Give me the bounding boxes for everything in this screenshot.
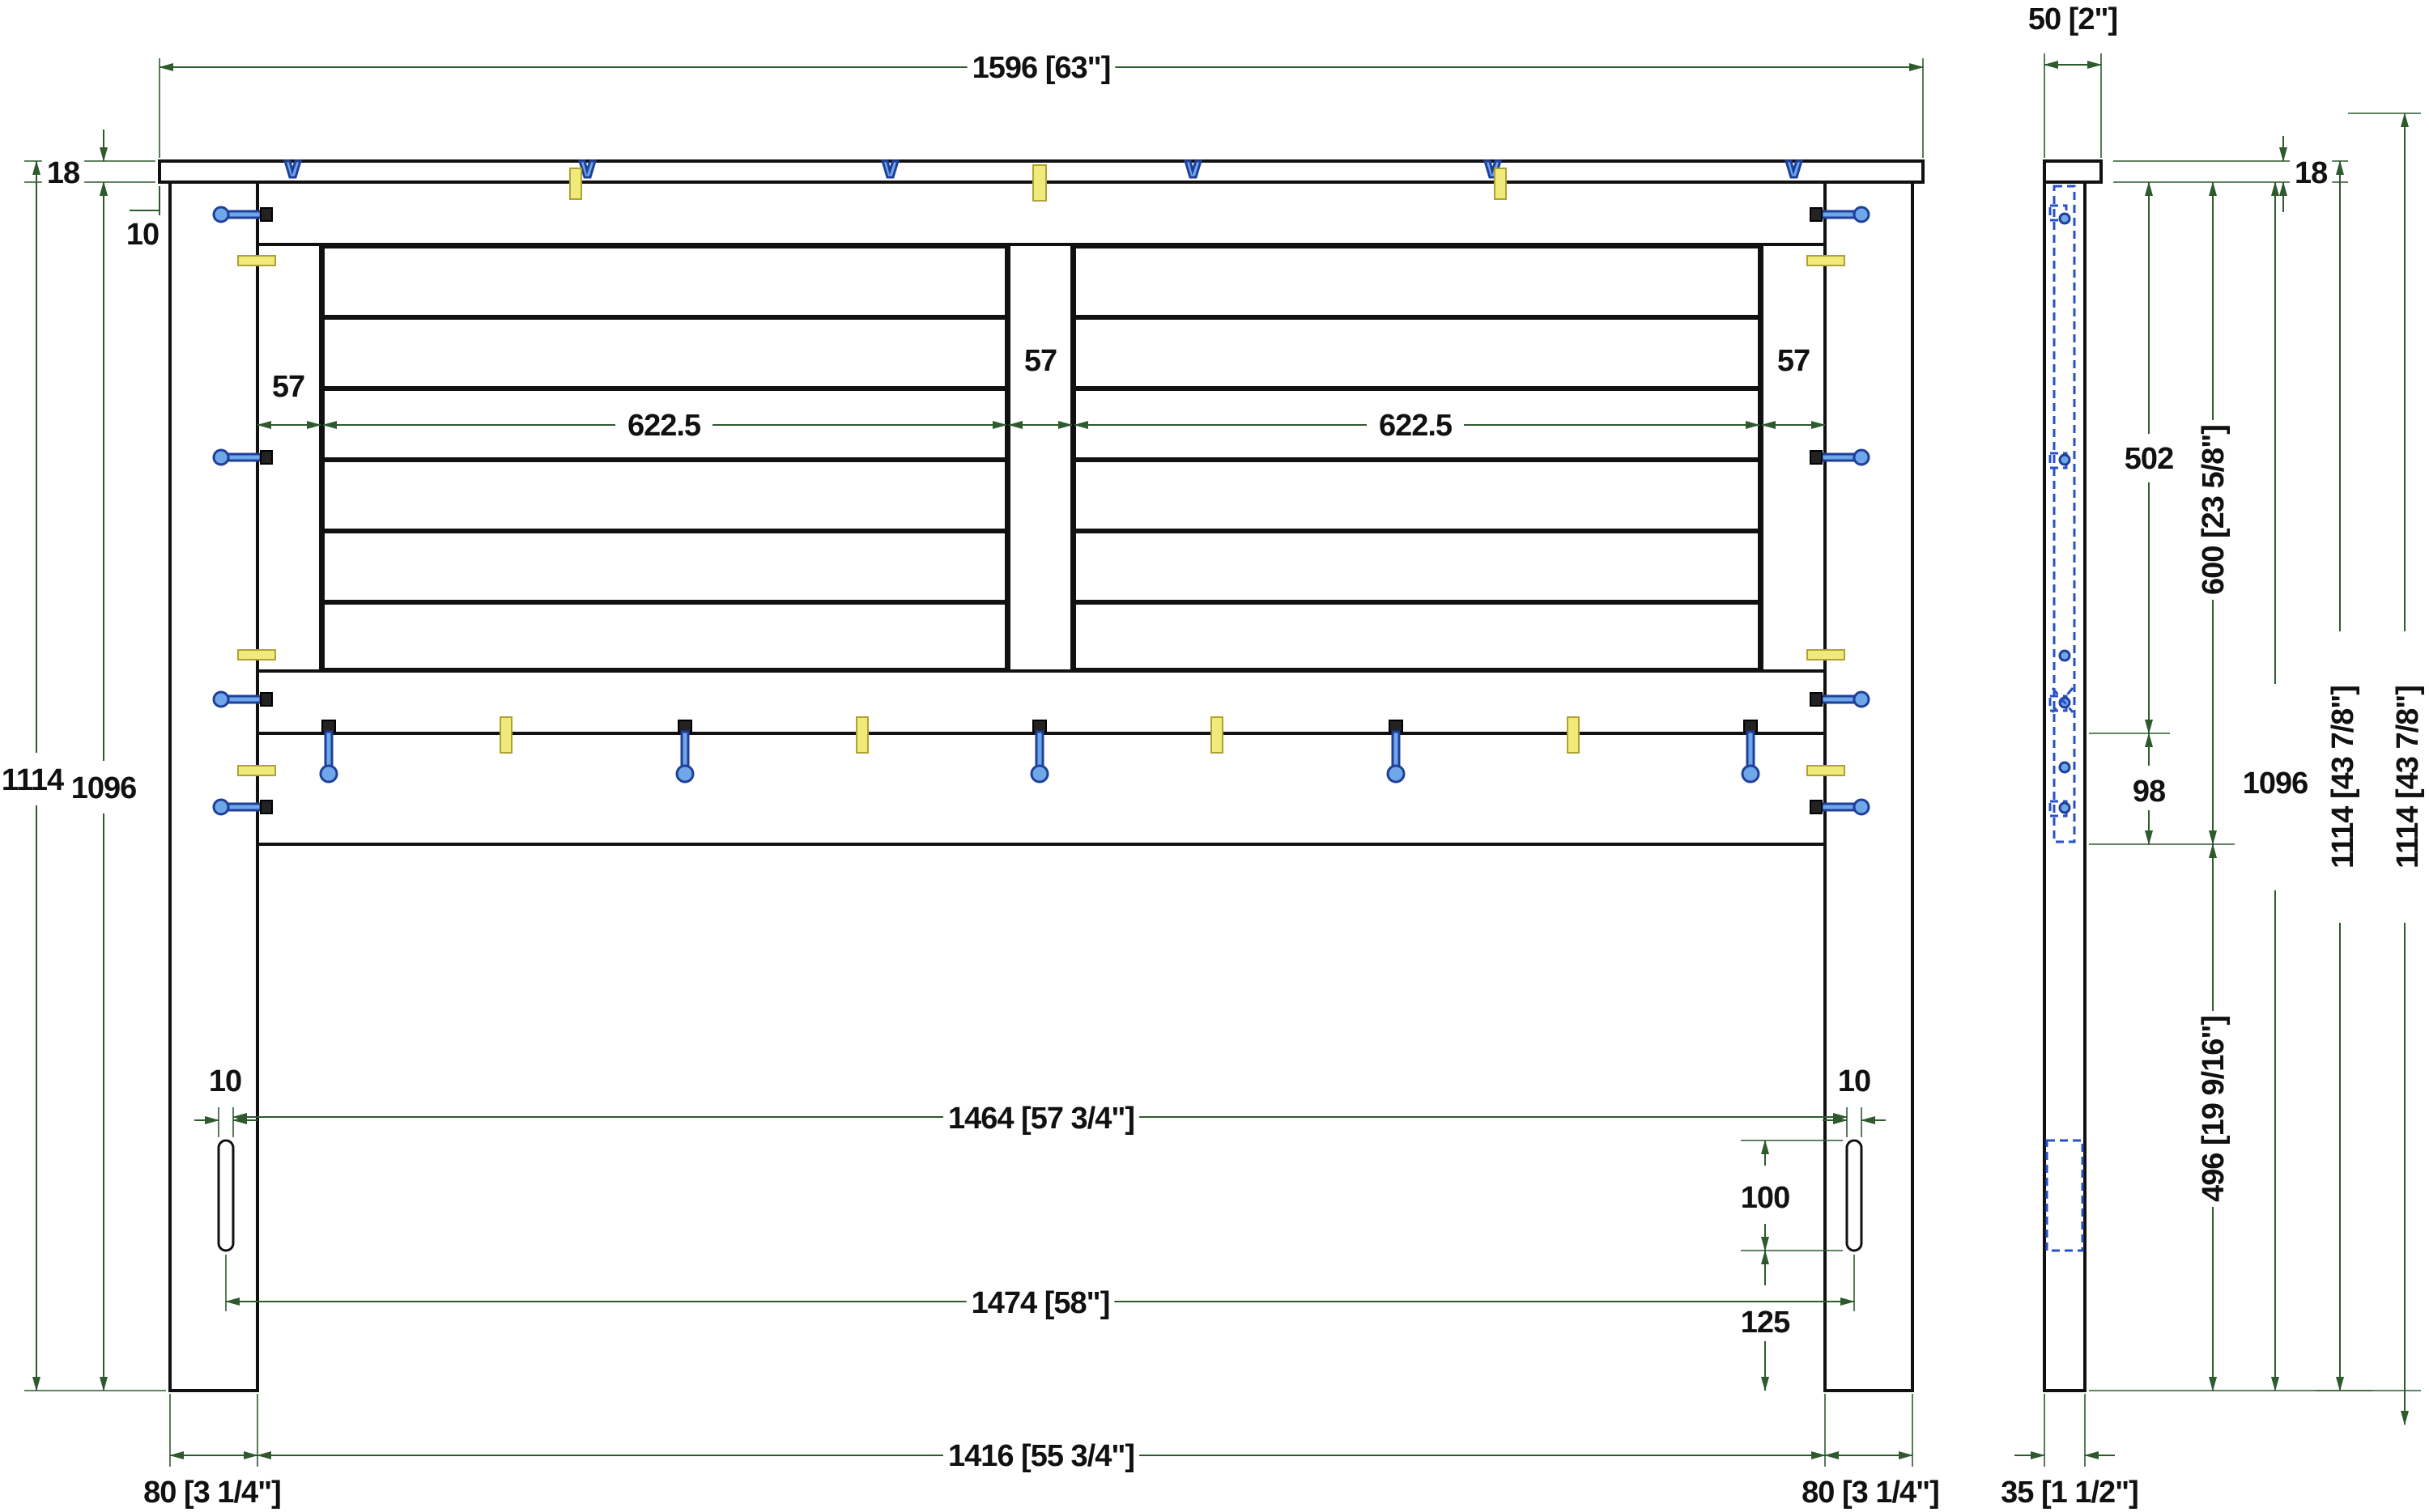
label-backing [1019,342,1062,380]
dim-top-cap: 18 [47,156,79,190]
label-backing [2290,155,2333,192]
side-post [2043,181,2087,1392]
cap-connectors [283,159,1804,202]
right-panel [1073,245,1761,671]
dim-side-rail-height: 98 [2133,775,2165,809]
rail-bolts [319,716,1760,784]
label-backing [203,1063,247,1100]
right-post [1823,181,1914,1392]
dim-post-width-left: 80 [3 1/4"] [143,1476,281,1510]
label-backing [138,1474,286,1511]
label-backing [2195,420,2232,600]
dim-side-upper-height: 600 [23 5/8"] [2197,425,2231,595]
label-backing [1735,1179,1795,1217]
label-backing [66,770,142,807]
side-hardware [2048,204,2074,818]
dim-slot-left: 10 [209,1064,241,1098]
label-backing [622,407,706,444]
dim-frame-left: 57 [272,370,304,404]
side-dimensions: 50 [2"] 18 502 98 600 [23 5/8"] 496 [19 … [1996,1,2427,1511]
dim-cap-offset: 10 [126,218,159,252]
dim-frame-center: 57 [1024,344,1057,378]
dim-frame-right: 57 [1777,344,1810,378]
left-post [168,181,259,1392]
dim-slot-spacing: 1464 [57 3/4"] [948,1102,1134,1136]
dim-overall-height: 1114 [2,763,64,797]
dim-slot-right: 10 [1838,1064,1870,1098]
label-backing [1797,1474,1944,1511]
side-panel-hidden [2053,185,2076,843]
right-side-bolts [1806,206,1870,816]
label-backing [942,1438,1140,1475]
dim-panel-left: 622.5 [627,409,701,443]
side-cap [2043,159,2103,184]
dim-side-post-height: 1096 [2243,767,2308,801]
side-view [2043,159,2103,1392]
label-backing [121,216,164,253]
label-backing [942,1100,1140,1137]
label-backing [266,368,310,406]
dim-post-height: 1096 [71,771,137,805]
left-mounting-slot [217,1139,235,1252]
label-backing [2127,773,2171,810]
hardware [212,159,1870,816]
label-backing [1832,1063,1876,1100]
label-backing [1772,342,1815,380]
label-backing [41,155,85,192]
dim-inner-width: 1416 [55 3/4"] [948,1439,1134,1473]
dim-cap-depth: 50 [2"] [2028,2,2117,36]
label-backing [2389,681,2427,873]
dim-side-post-depth: 35 [1 1/2"] [2001,1476,2138,1510]
right-mounting-slot [1845,1139,1863,1252]
label-backing [2325,681,2362,873]
dim-side-lower-height: 496 [19 9/16"] [2197,1016,2231,1202]
label-backing [2195,1010,2232,1208]
dim-panel-right: 622.5 [1379,409,1453,443]
center-frame-stile [1007,243,1074,673]
front-dimensions: 1596 [63"] 18 10 1114 1096 57 57 57 622.… [0,49,1944,1511]
left-panel [321,245,1008,671]
label-backing [2119,440,2179,478]
dim-overall-width: 1596 [63"] [972,51,1111,85]
dim-slot-length: 100 [1741,1181,1789,1215]
dim-side-overall-b: 1114 [43 7/8"] [2391,686,2425,869]
label-backing [1735,1304,1796,1341]
label-backing [1373,407,1457,444]
dim-side-overall-a: 1114 [43 7/8"] [2326,686,2360,869]
label-backing [2237,765,2313,802]
left-side-bolts [212,206,276,816]
dim-post-width-right: 80 [3 1/4"] [1802,1476,1939,1510]
dim-side-top-cap: 18 [2295,156,2327,190]
label-backing [1996,1474,2143,1511]
side-slot-hidden [2045,1139,2084,1252]
label-backing [966,1285,1115,1322]
label-backing [2023,1,2123,38]
label-backing [967,49,1116,87]
label-backing [0,762,70,799]
dim-side-panel-height: 502 [2125,442,2173,476]
dim-slot-offset: 125 [1741,1306,1790,1340]
dim-slot-outer-spacing: 1474 [58"] [972,1286,1110,1320]
